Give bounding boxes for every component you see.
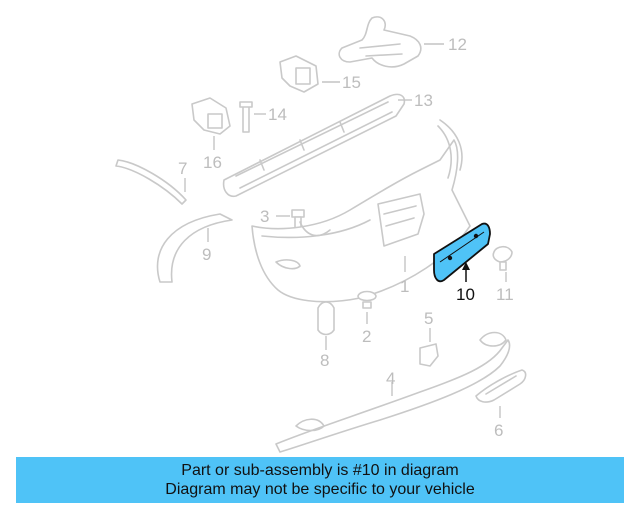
part-4-valance [275, 331, 511, 453]
callout-3: 3 [260, 207, 269, 226]
callout-9: 9 [202, 245, 211, 264]
parts-diagram: 12 15 13 14 16 7 9 3 [115, 16, 527, 453]
callout-6: 6 [494, 421, 503, 440]
part-11-clip [492, 245, 513, 271]
callout-14: 14 [268, 105, 287, 124]
callout-4: 4 [386, 369, 395, 388]
callout-12: 12 [448, 35, 467, 54]
part-9-arch [156, 213, 233, 283]
part-5-retainer [419, 343, 439, 367]
part-14-bolt [239, 101, 253, 133]
callout-13: 13 [414, 91, 433, 110]
callout-5: 5 [424, 309, 433, 328]
callout-7: 7 [178, 159, 187, 178]
part-13-reinforcement [222, 93, 406, 198]
part-7-molding [115, 159, 187, 205]
callout-2: 2 [362, 327, 371, 346]
part-16-bracket [191, 97, 231, 135]
part-2-fastener [357, 290, 377, 309]
banner-line-1: Part or sub-assembly is #10 in diagram [181, 462, 459, 479]
callout-16: 16 [203, 153, 222, 172]
callout-8: 8 [320, 351, 329, 370]
callout-15: 15 [342, 73, 361, 92]
info-banner: Part or sub-assembly is #10 in diagram D… [16, 457, 624, 503]
banner-line-2: Diagram may not be specific to your vehi… [165, 481, 475, 498]
part-12-bracket [338, 16, 422, 68]
callout-10: 10 [456, 285, 475, 304]
part-8-reflector [317, 301, 335, 336]
callout-1: 1 [400, 277, 409, 296]
part-6-reflector [475, 369, 527, 403]
part-10-bracket [433, 222, 491, 283]
callout-11: 11 [496, 285, 514, 304]
part-15-bracket [279, 55, 319, 93]
part-1-bumper-cover [251, 119, 471, 303]
